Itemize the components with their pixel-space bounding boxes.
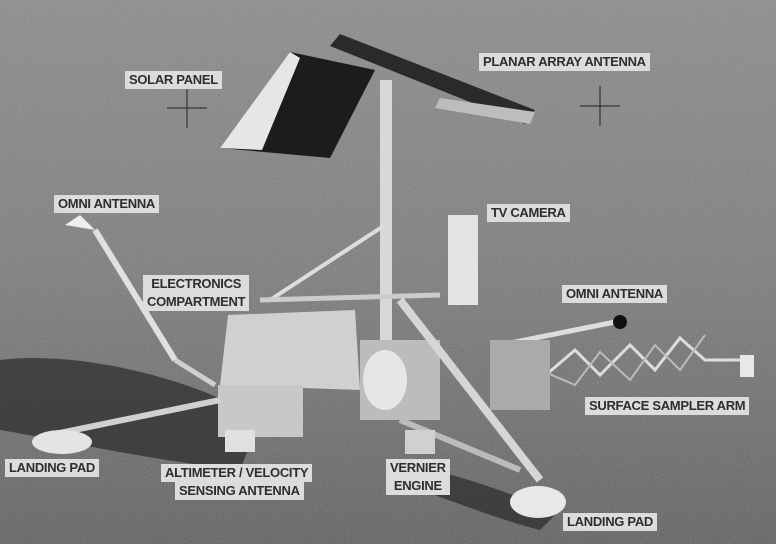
label-electronics-compartment: ELECTRONICS COMPARTMENT bbox=[143, 275, 250, 311]
electronics-compartment bbox=[220, 310, 360, 390]
surface-sampler-arm bbox=[539, 335, 745, 382]
label-vernier-engine: VERNIER ENGINE bbox=[386, 459, 450, 495]
surveyor-lander bbox=[32, 34, 754, 518]
label-altimeter-line2: SENSING ANTENNA bbox=[175, 482, 304, 500]
label-line: VERNIER bbox=[390, 460, 446, 475]
label-omni-antenna-right: OMNI ANTENNA bbox=[562, 285, 668, 303]
label-planar-array-antenna: PLANAR ARRAY ANTENNA bbox=[479, 53, 650, 71]
label-omni-antenna-left: OMNI ANTENNA bbox=[54, 195, 160, 213]
tv-camera bbox=[448, 215, 478, 305]
label-landing-pad-right: LANDING PAD bbox=[563, 513, 658, 531]
label-landing-pad-left: LANDING PAD bbox=[5, 459, 100, 477]
crosshair-marks bbox=[167, 86, 620, 128]
planar-array-antenna bbox=[330, 34, 535, 124]
label-solar-panel: SOLAR PANEL bbox=[125, 71, 222, 89]
landing-pad-right-shape bbox=[510, 486, 566, 518]
label-altimeter-line1: ALTIMETER / VELOCITY bbox=[161, 464, 313, 482]
label-line: ELECTRONICS bbox=[151, 276, 242, 291]
label-line: COMPARTMENT bbox=[147, 294, 246, 309]
label-surface-sampler-arm: SURFACE SAMPLER ARM bbox=[585, 397, 750, 415]
label-tv-camera: TV CAMERA bbox=[487, 204, 570, 222]
landing-pad-left-shape bbox=[32, 430, 92, 454]
label-line: ENGINE bbox=[393, 478, 442, 493]
